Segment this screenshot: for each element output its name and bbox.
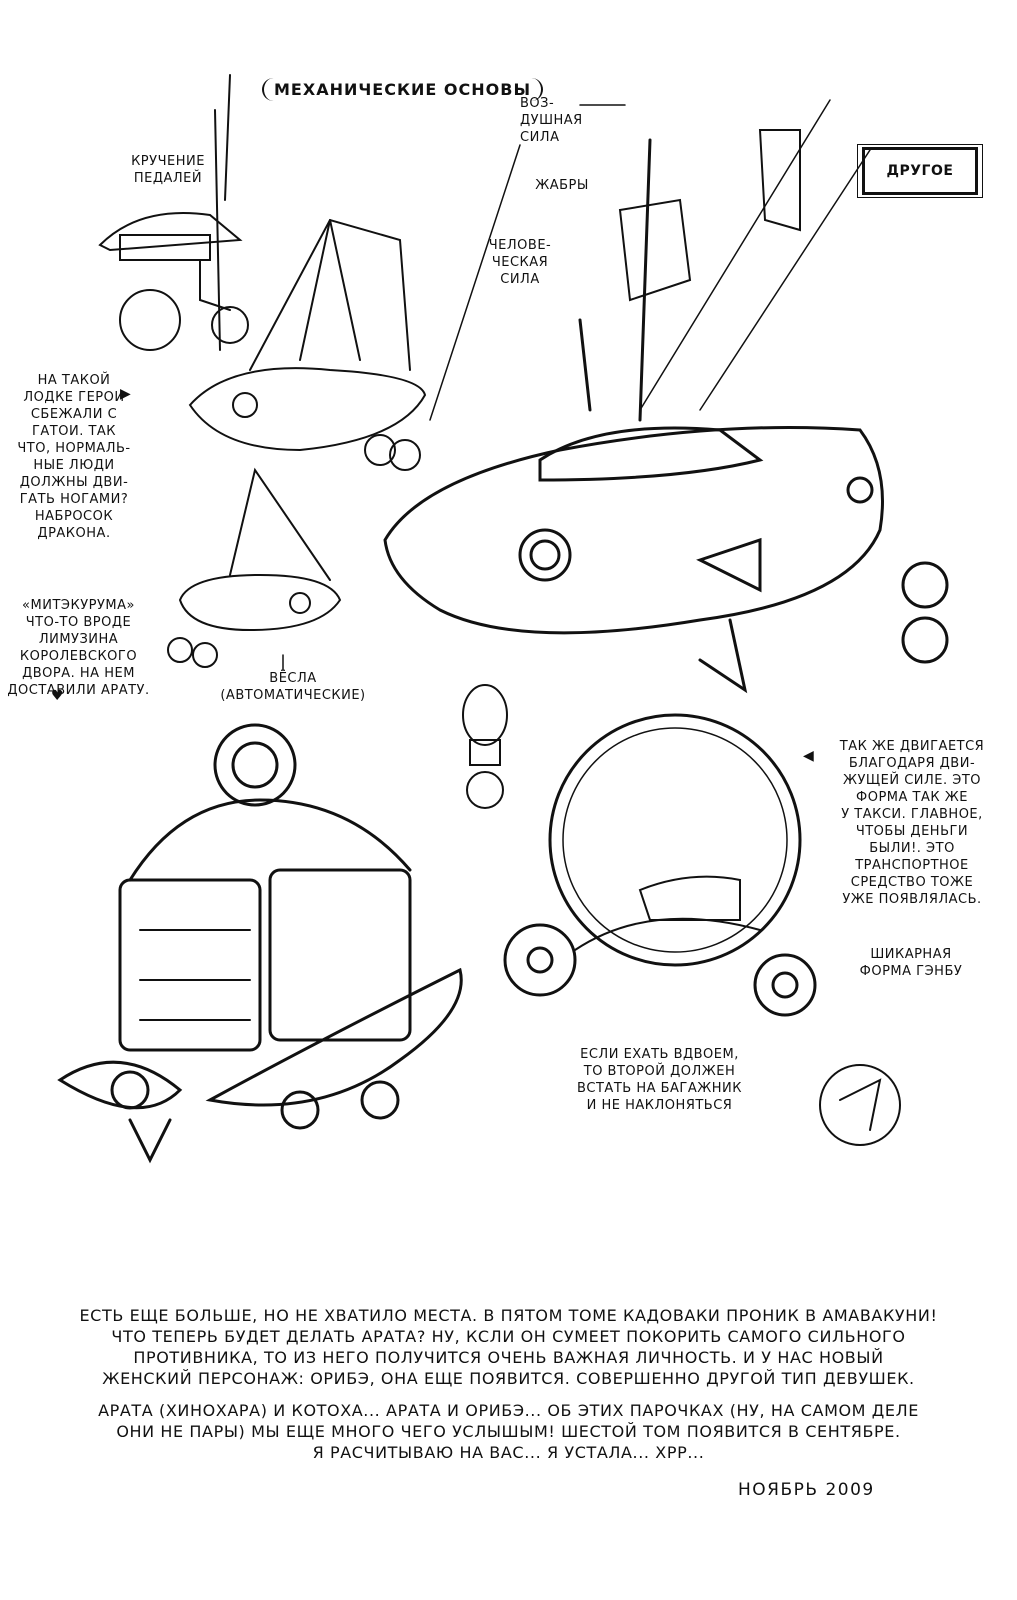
pedal-boat-sketch xyxy=(98,74,249,351)
carriage-sketch xyxy=(57,723,463,1164)
afterword-paragraph-1: ЕСТЬ ЕЩЕ БОЛЬШЕ, НО НЕ ХВАТИЛО МЕСТА. В … xyxy=(79,1306,938,1388)
other-section-box: ДРУГОЕ xyxy=(857,144,983,198)
afterword-paragraph-2: АРАТА (ХИНОХАРА) И КОТОХА... АРАТА И ОРИ… xyxy=(98,1401,919,1462)
other-label: ДРУГОЕ xyxy=(886,163,954,179)
label-boat-note: НА ТАКОЙ ЛОДКЕ ГЕРОИ СБЕЖАЛИ С ГАТОИ. ТА… xyxy=(17,373,131,541)
heart-icon: ♥ xyxy=(51,688,64,704)
label-human-power: ЧЕЛОВЕ- ЧЕСКАЯ СИЛА xyxy=(488,238,552,287)
fish-boat-sketch xyxy=(188,218,427,471)
label-air-power: ВОЗ- ДУШНАЯ СИЛА xyxy=(520,96,583,145)
pointer-triangle-icon: ▶ xyxy=(120,386,131,402)
label-limo-note: «МИТЭКУРУМА» ЧТО-ТО ВРОДЕ ЛИМУЗИНА КОРОЛ… xyxy=(7,598,150,698)
pointer-left-triangle-icon: ◀ xyxy=(803,748,814,764)
label-wheel-note: ТАК ЖЕ ДВИГАЕТСЯ БЛАГОДАРЯ ДВИ- ЖУЩЕЙ СИ… xyxy=(839,739,985,907)
limo-sketch xyxy=(167,467,342,668)
monowheel-sketch xyxy=(462,684,817,1017)
label-two-riders: ЕСЛИ ЕХАТЬ ВДВОЕМ, ТО ВТОРОЙ ДОЛЖЕН ВСТА… xyxy=(577,1047,742,1113)
leader-lines xyxy=(282,104,626,671)
label-genbu: ШИКАРНАЯ ФОРМА ГЭНБУ xyxy=(859,947,963,979)
round-doodle-sketch xyxy=(819,1064,901,1146)
afterword-date: НОЯБРЬ 2009 xyxy=(738,1480,875,1500)
label-pedals: КРУЧЕНИЕ ПЕДАЛЕЙ xyxy=(131,154,205,186)
label-oars: ВЁСЛА (АВТОМАТИЧЕСКИЕ) xyxy=(220,671,366,703)
submarine-sketch xyxy=(383,99,949,694)
label-gills: ЖАБРЫ xyxy=(535,178,589,193)
page-title: МЕХАНИЧЕСКИЕ ОСНОВЫ xyxy=(262,78,544,101)
